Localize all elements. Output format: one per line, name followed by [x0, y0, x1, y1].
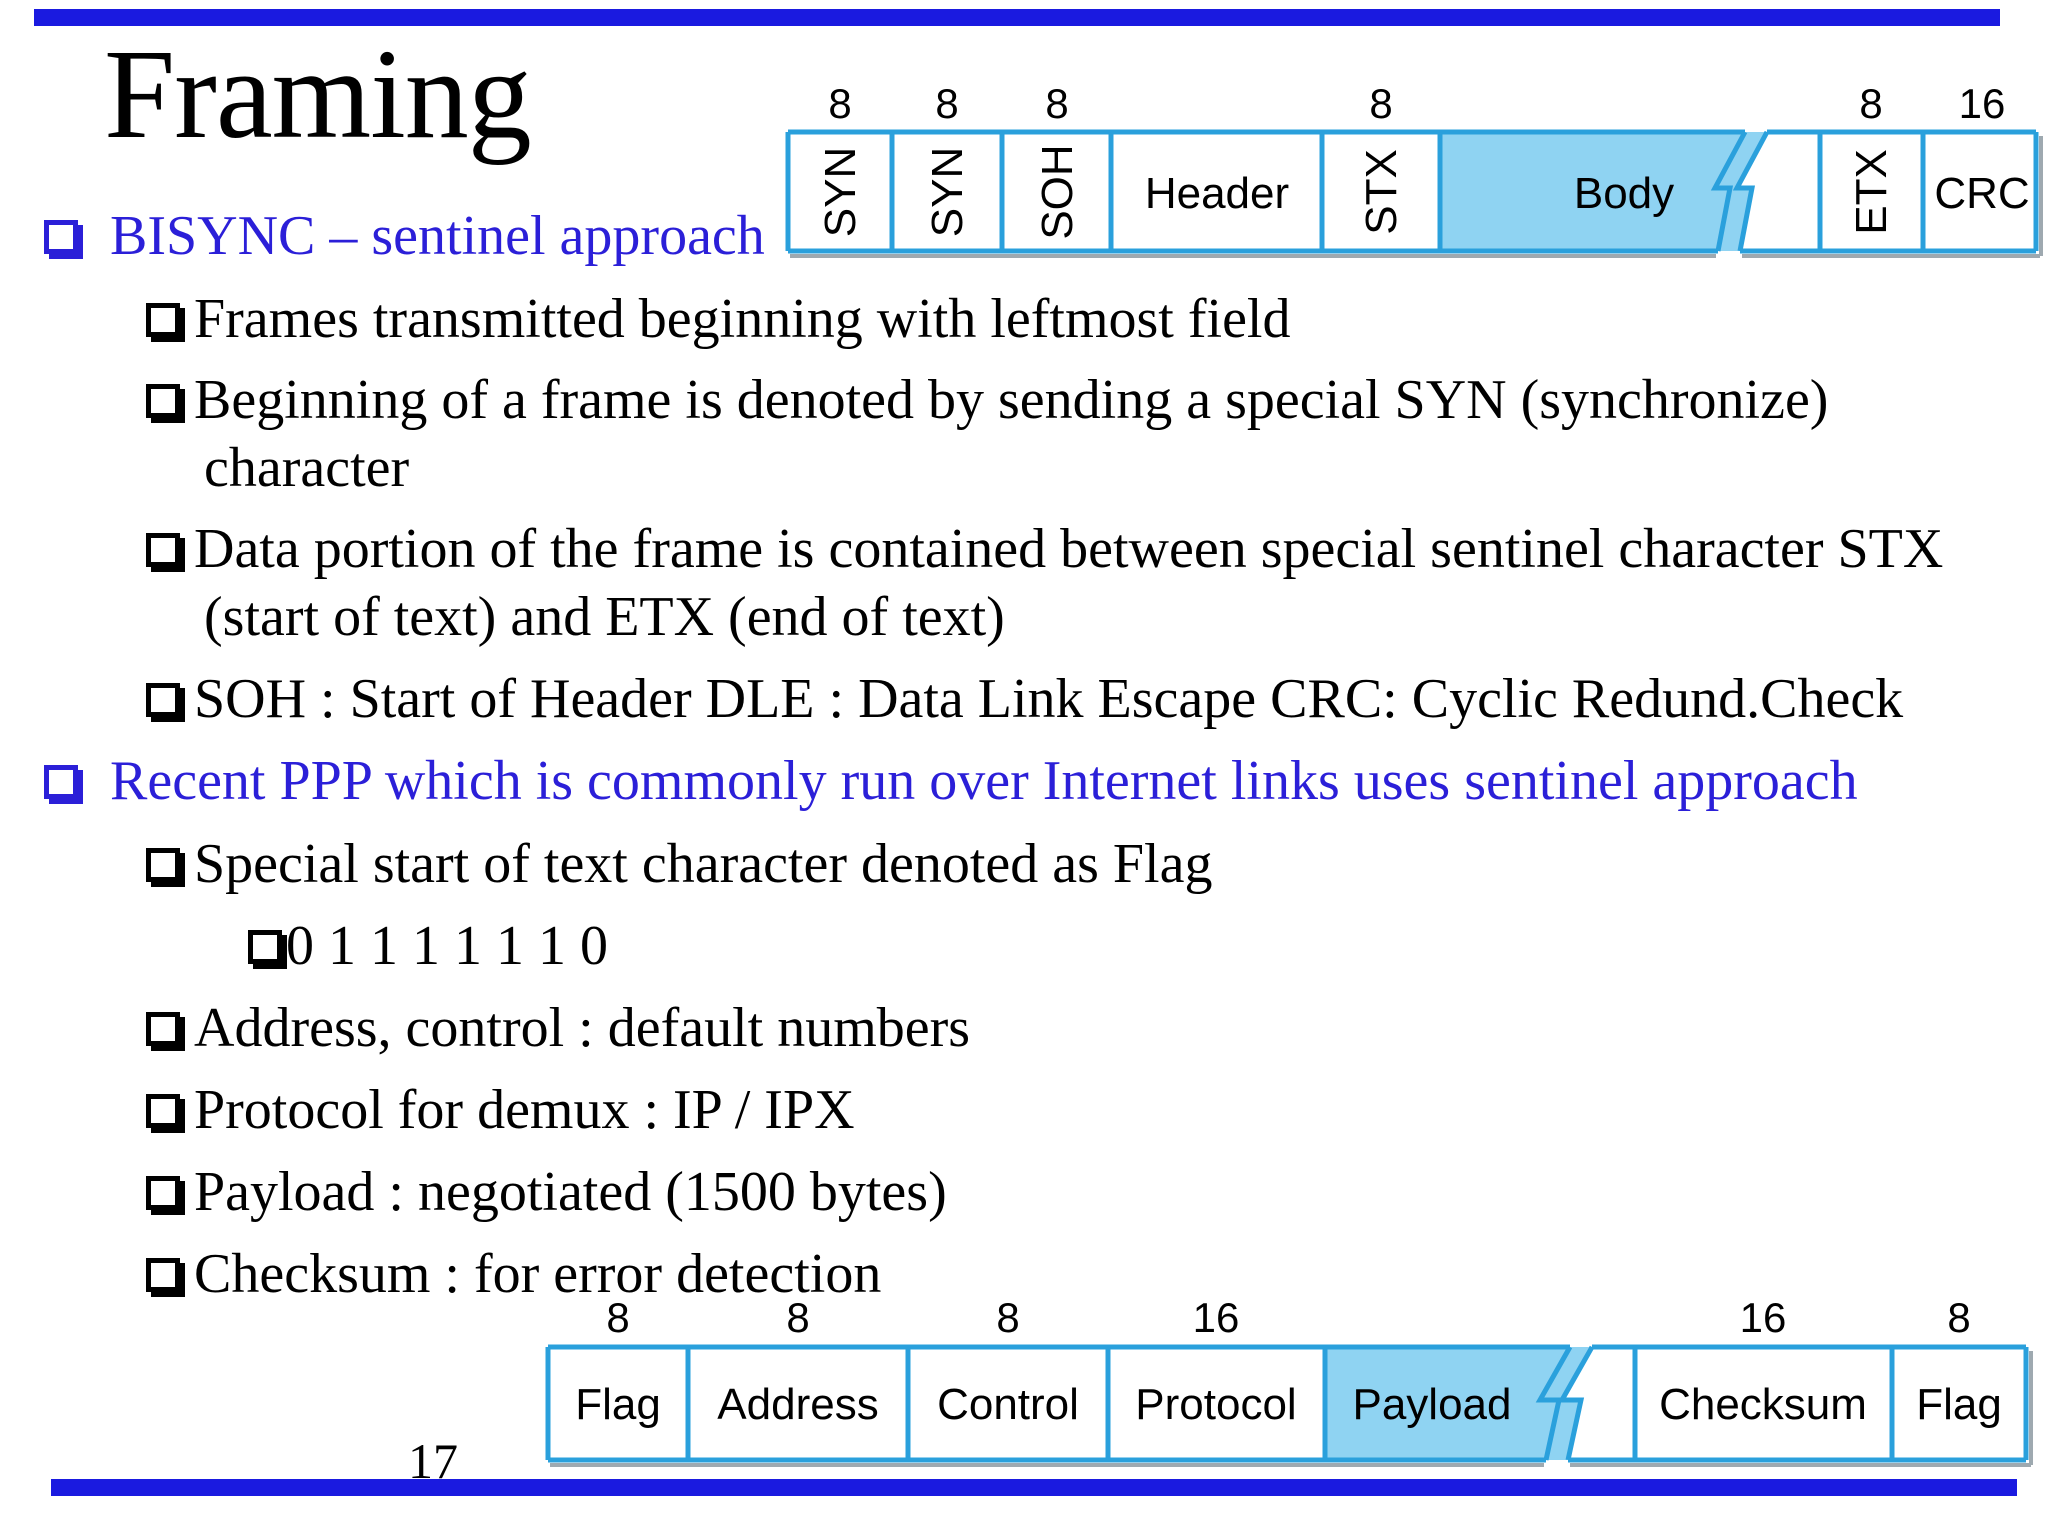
field-flag-start: Flag — [575, 1380, 661, 1429]
field-soh: SOH — [1033, 144, 1082, 239]
frame-outline — [545, 1344, 2029, 1463]
bullet-checkbox-icon — [146, 848, 180, 882]
frame-shadow — [790, 136, 2043, 258]
field-crc: CRC — [1934, 169, 2029, 218]
bullet-text: BISYNC – sentinel approach — [110, 205, 765, 267]
bullet-checkbox-icon — [146, 1176, 180, 1210]
field-syn-1: SYN — [816, 147, 865, 237]
top-rule — [34, 9, 2000, 26]
field-address: Address — [717, 1380, 878, 1429]
field-syn-2: SYN — [923, 147, 972, 237]
field-protocol: Protocol — [1135, 1380, 1296, 1429]
bits-checksum: 16 — [1740, 1294, 1787, 1341]
bits-control: 8 — [996, 1294, 1019, 1341]
page-number: 17 — [408, 1433, 458, 1489]
bits-flag-start: 8 — [606, 1294, 629, 1341]
bits-crc: 16 — [1959, 80, 2006, 127]
field-header: Header — [1145, 169, 1289, 218]
field-stx: STX — [1357, 149, 1406, 235]
frame-shadow — [550, 1351, 2033, 1467]
field-body: Body — [1574, 169, 1674, 218]
bullet-flag: Special start of text character denoted … — [146, 836, 1212, 892]
bits-address: 8 — [786, 1294, 809, 1341]
bits-syn-1: 8 — [828, 80, 851, 127]
bullet-syn-beginning: Beginning of a frame is denoted by sendi… — [146, 372, 1828, 428]
field-payload: Payload — [1352, 1380, 1511, 1429]
bullet-checkbox-icon — [146, 683, 180, 717]
bullet-payload: Payload : negotiated (1500 bytes) — [146, 1164, 947, 1220]
bullet-checksum: Checksum : for error detection — [146, 1246, 881, 1302]
bullet-checkbox-icon — [44, 220, 78, 254]
body-highlight — [1440, 132, 1767, 251]
break-symbol — [1535, 1345, 1595, 1461]
bullet-checkbox-icon — [146, 384, 180, 418]
bullet-checkbox-icon — [248, 930, 282, 964]
bullet-syn-beginning-cont: character — [204, 437, 410, 499]
bisync-frame-diagram: 8 8 8 8 8 16 SYN SYN SOH Header STX Body… — [785, 80, 2043, 258]
bullet-protocol: Protocol for demux : IP / IPX — [146, 1082, 855, 1138]
payload-highlight — [1325, 1347, 1589, 1460]
frame-outline — [785, 129, 2039, 254]
bullet-checkbox-icon — [146, 303, 180, 337]
field-control: Control — [937, 1380, 1079, 1429]
break-symbol — [1710, 130, 1770, 252]
bits-stx: 8 — [1369, 80, 1392, 127]
bullet-frames-leftmost: Frames transmitted beginning with leftmo… — [146, 291, 1290, 347]
bits-soh: 8 — [1045, 80, 1068, 127]
slide-title: Framing — [104, 23, 532, 165]
bullet-data-portion: Data portion of the frame is contained b… — [146, 521, 1943, 577]
bullet-flag-bits: 0 1 1 1 1 1 1 0 — [248, 918, 608, 974]
field-flag-end: Flag — [1916, 1380, 2002, 1429]
bottom-rule — [51, 1479, 2017, 1496]
bullet-data-portion-cont: (start of text) and ETX (end of text) — [204, 586, 1005, 648]
bullet-bisync: BISYNC – sentinel approach — [44, 208, 765, 264]
bullet-checkbox-icon — [44, 765, 78, 799]
bullet-checkbox-icon — [146, 1258, 180, 1292]
ppp-frame-diagram: 8 8 8 16 16 8 Flag Address Control Proto… — [545, 1294, 2033, 1467]
bullet-ppp: Recent PPP which is commonly run over In… — [44, 753, 1858, 809]
bullet-checkbox-icon — [146, 1012, 180, 1046]
bits-flag-end: 8 — [1947, 1294, 1970, 1341]
bullet-text: Recent PPP which is commonly run over In… — [110, 750, 1858, 812]
bits-protocol: 16 — [1193, 1294, 1240, 1341]
bits-etx: 8 — [1859, 80, 1882, 127]
field-checksum: Checksum — [1659, 1380, 1867, 1429]
bits-syn-2: 8 — [935, 80, 958, 127]
bullet-checkbox-icon — [146, 1094, 180, 1128]
bullet-address-control: Address, control : default numbers — [146, 1000, 970, 1056]
bullet-checkbox-icon — [146, 533, 180, 567]
bullet-acronyms: SOH : Start of Header DLE : Data Link Es… — [146, 671, 1903, 727]
field-etx: ETX — [1847, 149, 1896, 235]
